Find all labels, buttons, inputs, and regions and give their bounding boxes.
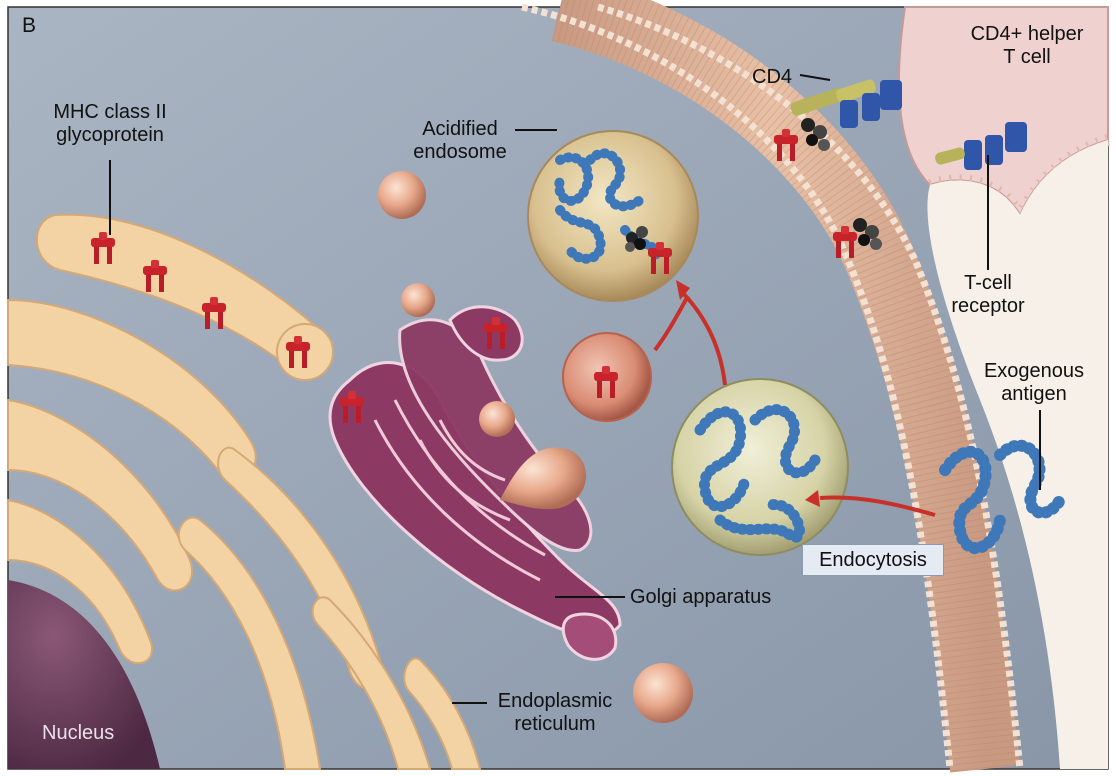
label-mhc-class-ii: MHC class II glycoprotein (42, 101, 178, 147)
label-t-cell-receptor: T-cell receptor (938, 272, 1038, 318)
vesicle-3 (479, 401, 515, 437)
label-nucleus: Nucleus (42, 722, 114, 745)
label-tcr-line1: T-cell (938, 272, 1038, 295)
label-endosome-line2: endosome (405, 141, 515, 164)
label-endoplasmic-reticulum: Endoplasmic reticulum (488, 690, 622, 736)
label-mhc-line2: glycoprotein (42, 124, 178, 147)
label-antigen-line2: antigen (972, 383, 1096, 406)
label-cd4: CD4 (752, 66, 792, 89)
panel-letter: B (22, 14, 36, 37)
label-exogenous-antigen: Exogenous antigen (972, 360, 1096, 406)
endocytosis-label-box: Endocytosis (802, 544, 944, 576)
label-tcell-line2: T cell (952, 46, 1102, 69)
label-antigen-line1: Exogenous (972, 360, 1096, 383)
label-mhc-line1: MHC class II (42, 101, 178, 124)
vesicle-1 (378, 171, 426, 219)
label-endosome-line1: Acidified (405, 118, 515, 141)
label-tcr-line2: receptor (938, 295, 1038, 318)
label-er-line2: reticulum (488, 713, 622, 736)
vesicle-2 (401, 283, 435, 317)
label-acidified-endosome: Acidified endosome (405, 118, 515, 164)
label-er-line1: Endoplasmic (488, 690, 622, 713)
vesicle-4 (633, 663, 693, 723)
label-cd4-helper-t-cell: CD4+ helper T cell (952, 23, 1102, 69)
label-golgi-apparatus: Golgi apparatus (630, 586, 771, 609)
label-tcell-line1: CD4+ helper (952, 23, 1102, 46)
label-endocytosis: Endocytosis (803, 545, 943, 575)
